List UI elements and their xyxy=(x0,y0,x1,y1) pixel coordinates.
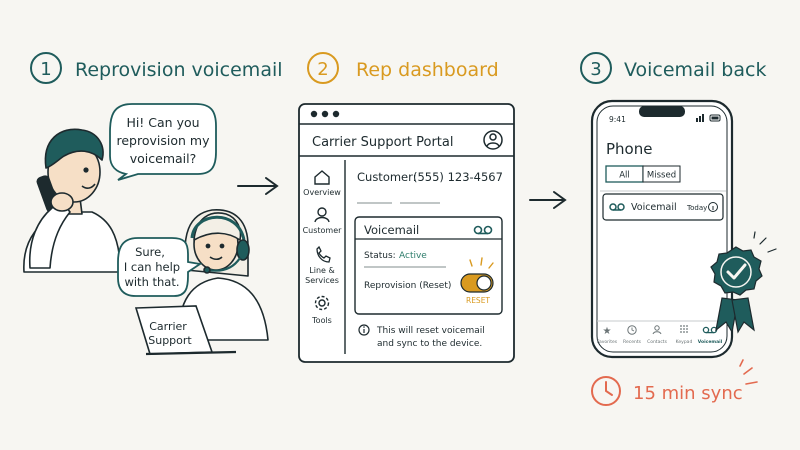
window-dot-icon xyxy=(310,110,318,118)
voicemail-card-title: Voicemail xyxy=(364,223,419,237)
bottom-tab-label: Favorites xyxy=(597,339,618,345)
contact-icon xyxy=(654,325,660,331)
phone-title: Phone xyxy=(606,140,652,158)
sidebar-item-label: Tools xyxy=(311,316,332,325)
bottom-tab-label: Recents xyxy=(623,339,642,345)
rep-bubble-line-1: Sure, xyxy=(135,245,165,259)
sidebar-item-label: Line & xyxy=(309,266,334,275)
sync-indicator: 15 min sync xyxy=(591,359,758,406)
account-icon[interactable] xyxy=(483,130,503,150)
sidebar-item-line-services[interactable]: Line & Services xyxy=(305,245,339,285)
sidebar-item-overview[interactable]: Overview xyxy=(303,170,341,197)
step-1-title: Reprovision voicemail xyxy=(75,59,283,81)
user-icon xyxy=(314,207,330,223)
step-3-heading: 3 Voicemail back xyxy=(580,52,766,84)
portal-window: Carrier Support Portal Overview Customer… xyxy=(298,103,515,363)
step-2-number: 2 xyxy=(317,59,328,80)
step-3-title: Voicemail back xyxy=(624,59,766,81)
bottom-tab-keypad[interactable]: Keypad xyxy=(676,325,693,345)
sidebar-item-customer[interactable]: Customer xyxy=(303,207,343,235)
customer-illustration xyxy=(23,128,121,273)
window-dot-icon xyxy=(321,110,329,118)
gear-icon xyxy=(314,295,330,311)
rep-bubble-line-3: with that. xyxy=(124,275,179,289)
step-2-heading: 2 Rep dashboard xyxy=(307,52,499,84)
bottom-tab-label: Contacts xyxy=(647,339,668,345)
info-icon xyxy=(358,324,370,336)
clock-icon xyxy=(591,376,621,406)
bottom-tab-favorites[interactable]: ★ Favorites xyxy=(597,326,618,345)
sidebar-item-tools[interactable]: Tools xyxy=(311,295,332,326)
customer-number: (555) 123-4567 xyxy=(413,170,503,184)
phone-tab-all[interactable]: All xyxy=(605,165,644,183)
keypad-icon xyxy=(680,325,688,333)
voicemail-list-item[interactable]: Voicemail Today xyxy=(602,193,724,221)
arrow-2-icon xyxy=(529,191,567,209)
bottom-tab-label: Keypad xyxy=(676,339,693,345)
reprovision-label: Reprovision (Reset) xyxy=(364,281,451,291)
sidebar-item-label: Customer xyxy=(303,226,343,235)
star-icon: ★ xyxy=(603,326,612,337)
bottom-tab-label: Voicemail xyxy=(698,339,723,345)
customer-label: Customer: xyxy=(357,170,417,184)
customer-bubble-line-3: voicemail? xyxy=(130,151,197,166)
step-1-number: 1 xyxy=(40,59,51,80)
laptop-label-line-1: Carrier xyxy=(149,320,187,333)
rep-speech-bubble: Sure, I can help with that. xyxy=(117,237,203,297)
info-icon[interactable] xyxy=(708,202,718,212)
status-badge: Active xyxy=(399,251,427,261)
step-3-number: 3 xyxy=(590,59,601,80)
phone-device: 9:41 Phone All Missed Voicemail Today xyxy=(590,99,734,359)
customer-speech-bubble: Hi! Can you reprovision my voicemail? xyxy=(109,103,217,181)
phone-tab-label: All xyxy=(619,171,630,181)
status-label: Status: xyxy=(364,251,396,261)
voicemail-icon xyxy=(609,203,625,211)
status-icons xyxy=(696,114,721,122)
customer-bubble-line-1: Hi! Can you xyxy=(126,115,199,130)
bottom-tab-recents[interactable]: Recents xyxy=(623,325,642,345)
spark-icon xyxy=(739,359,758,385)
step-2-title: Rep dashboard xyxy=(356,59,499,81)
sidebar-item-label: Services xyxy=(305,276,339,285)
rep-bubble-line-2: I can help xyxy=(124,260,180,274)
sync-label: 15 min sync xyxy=(633,383,743,404)
window-dot-icon xyxy=(332,110,340,118)
info-line-1: This will reset voicemail xyxy=(376,326,485,336)
home-icon xyxy=(314,170,330,185)
phone-tab-missed[interactable]: Missed xyxy=(642,165,681,183)
reset-toggle[interactable] xyxy=(460,273,494,293)
phone-icon xyxy=(316,245,331,263)
clock-icon xyxy=(627,325,637,335)
laptop-illustration: Carrier Support xyxy=(134,305,237,356)
phone-tab-label: Missed xyxy=(647,171,676,181)
voicemail-icon xyxy=(473,225,493,235)
phone-time: 9:41 xyxy=(609,115,626,124)
phone-notch xyxy=(639,106,685,117)
voicemail-item-time: Today xyxy=(686,204,707,212)
laptop-label-line-2: Support xyxy=(148,334,192,347)
arrow-1-icon xyxy=(237,177,279,195)
reset-label: RESET xyxy=(466,296,490,305)
info-note: This will reset voicemail and sync to th… xyxy=(358,324,485,349)
sidebar-item-label: Overview xyxy=(303,188,341,197)
customer-bubble-line-2: reprovision my xyxy=(117,133,211,148)
voicemail-card: Voicemail Status: Active Reprovision (Re… xyxy=(354,216,503,315)
voicemail-item-label: Voicemail xyxy=(631,202,677,213)
check-badge-icon xyxy=(710,231,777,334)
step-1-heading: 1 Reprovision voicemail xyxy=(30,52,283,84)
portal-title: Carrier Support Portal xyxy=(312,135,453,150)
info-line-2: and sync to the device. xyxy=(377,339,482,349)
spark-icon xyxy=(469,257,494,269)
bottom-tab-contacts[interactable]: Contacts xyxy=(647,325,668,345)
